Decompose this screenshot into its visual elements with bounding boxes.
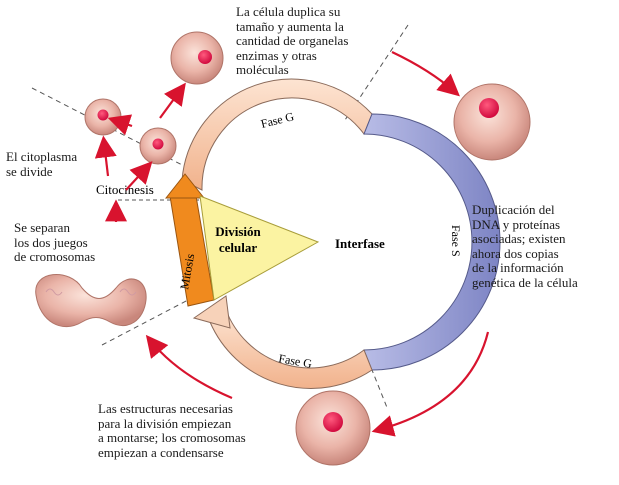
s-phase-label: Fase S	[449, 225, 463, 257]
interphase-label: Interfase	[335, 236, 385, 251]
division-triangle	[199, 195, 320, 301]
note-cytoplasm: El citoplasma se divide	[6, 149, 78, 179]
g1-phase-label: Fase G	[259, 109, 295, 131]
arrow-bottom-to-mitosis	[145, 334, 233, 400]
arrow-to-top-cell	[159, 82, 186, 119]
note-g1-growth: La célula duplica su tamaño y aumenta la…	[236, 4, 349, 77]
arrow-citocinesis-to-daughter	[125, 161, 153, 191]
boundary-line-upper-left	[31, 87, 193, 171]
division-label-line1: División	[215, 224, 261, 239]
cell-dividing-peanut	[35, 274, 147, 328]
note-s-phase: Duplicación del DNA y proteínas asociada…	[472, 202, 578, 290]
cell-daughter-left	[84, 98, 122, 136]
cell-daughter-right	[139, 127, 177, 165]
cell-top-center	[170, 31, 224, 85]
g1-phase-band	[181, 78, 373, 191]
cell-large-right	[453, 83, 531, 161]
g2-phase-label: Fase G	[277, 351, 313, 371]
mitosis-label: Mitosis	[177, 252, 197, 290]
note-separation: Se separan los dos juegos de cromosomas	[14, 220, 96, 264]
g2-phase-band	[209, 309, 373, 389]
division-label-line2: celular	[219, 240, 257, 255]
citocinesis-label: Citocinesis	[96, 182, 154, 197]
arrow-up-from-citocinesis	[94, 135, 117, 177]
arrow-to-large-right-cell	[391, 51, 460, 97]
boundary-line-lower-left	[101, 299, 189, 346]
mitosis-arrowhead	[164, 173, 206, 199]
arrow-s-to-bottom-cell	[371, 331, 490, 437]
arrow-to-left-daughter	[107, 114, 133, 136]
g2-arrowhead	[192, 295, 231, 329]
note-g2-prep: Las estructuras necesarias para la divis…	[98, 401, 246, 460]
cell-bottom	[295, 390, 371, 466]
